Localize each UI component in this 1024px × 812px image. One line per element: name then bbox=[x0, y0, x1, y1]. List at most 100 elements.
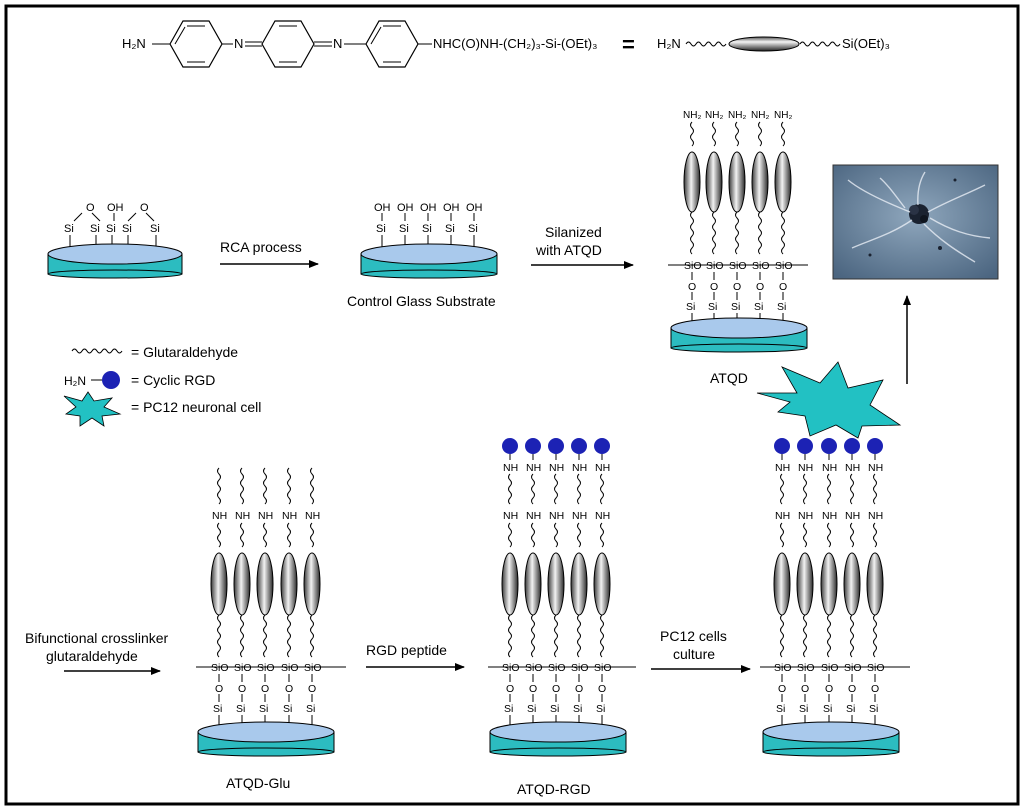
label-nh: NH bbox=[572, 510, 587, 522]
legend-cyclic-h2n: H₂N bbox=[64, 374, 86, 388]
atqd-glu-label: ATQD-Glu bbox=[226, 775, 290, 791]
label-o: O bbox=[733, 281, 741, 293]
label-sio: SiO bbox=[775, 260, 793, 272]
label-si: Si bbox=[527, 703, 536, 715]
label-sio: SiO bbox=[594, 662, 612, 674]
label-si: Si bbox=[106, 223, 116, 235]
label-si: Si bbox=[777, 301, 786, 313]
formula-n-1: N bbox=[234, 36, 243, 51]
label-o: O bbox=[848, 683, 856, 695]
label-nh: NH bbox=[305, 510, 320, 522]
benzene-ring-3 bbox=[365, 20, 419, 68]
legend-pc12: = PC12 neuronal cell bbox=[131, 399, 261, 415]
atqd-glu-stack: NH NH NH NH NH SiO SiO SiO SiO SiO O O O… bbox=[196, 467, 346, 791]
label-sio: SiO bbox=[502, 662, 520, 674]
label-nh: NH bbox=[595, 462, 610, 474]
label-sio: SiO bbox=[684, 260, 702, 272]
label-si: Si bbox=[550, 703, 559, 715]
label-nh: NH bbox=[775, 510, 790, 522]
short-h2n: H₂N bbox=[657, 36, 681, 51]
label-nh: NH bbox=[282, 510, 297, 522]
rgd-icon bbox=[548, 438, 564, 454]
rgd-label: RGD peptide bbox=[366, 642, 447, 658]
label-o: O bbox=[215, 683, 223, 695]
label-nh: NH bbox=[798, 510, 813, 522]
oh-groups: OH OH OH OH OH Si Si Si Si Si bbox=[374, 202, 483, 235]
rgd-icon bbox=[502, 438, 518, 454]
label-nh: NH bbox=[258, 510, 273, 522]
label-o: O bbox=[285, 683, 293, 695]
label-si: Si bbox=[846, 703, 855, 715]
label-oh: OH bbox=[443, 202, 460, 214]
label-o: O bbox=[778, 683, 786, 695]
label-o: O bbox=[506, 683, 514, 695]
label-nh: NH bbox=[549, 510, 564, 522]
pc12-cell-icon bbox=[756, 361, 902, 439]
label-sio: SiO bbox=[867, 662, 885, 674]
label-sio: SiO bbox=[257, 662, 275, 674]
label-nh: NH bbox=[798, 462, 813, 474]
label-nh: NH bbox=[845, 462, 860, 474]
label-si: Si bbox=[376, 223, 386, 235]
label-nh2: NH₂ bbox=[683, 110, 701, 121]
rgd-icon bbox=[867, 438, 883, 454]
label-nh2: NH₂ bbox=[728, 110, 746, 121]
pc12-label-1: PC12 cells bbox=[660, 628, 727, 644]
rgd-icon bbox=[821, 438, 837, 454]
control-label: Control Glass Substrate bbox=[347, 293, 496, 309]
label-sio: SiO bbox=[234, 662, 252, 674]
label-si: Si bbox=[259, 703, 268, 715]
label-si: Si bbox=[823, 703, 832, 715]
label-sio: SiO bbox=[752, 260, 770, 272]
label-sio: SiO bbox=[797, 662, 815, 674]
rgd-icon bbox=[774, 438, 790, 454]
label-sio: SiO bbox=[548, 662, 566, 674]
legend-rgd-icon bbox=[102, 371, 120, 389]
label-o: O bbox=[261, 683, 269, 695]
label-si: Si bbox=[776, 703, 785, 715]
label-sio: SiO bbox=[774, 662, 792, 674]
label-si: Si bbox=[686, 301, 695, 313]
atqd-rgd-stack: NH NH NH NH NH NH NH NH NH bbox=[488, 438, 636, 797]
label-nh: NH bbox=[549, 462, 564, 474]
atqd-stack: NH₂ NH₂ NH₂ NH₂ NH₂ SiO bbox=[668, 110, 808, 386]
rca-label: RCA process bbox=[220, 239, 302, 255]
rgd-icon bbox=[844, 438, 860, 454]
label-nh: NH bbox=[845, 510, 860, 522]
formula-equals: = bbox=[622, 32, 635, 57]
label-o: O bbox=[688, 281, 696, 293]
label-si: Si bbox=[573, 703, 582, 715]
atqd-rgd-label: ATQD-RGD bbox=[517, 781, 591, 797]
label-o: O bbox=[308, 683, 316, 695]
label-si: Si bbox=[708, 301, 717, 313]
label-nh: NH bbox=[775, 462, 790, 474]
label-si: Si bbox=[236, 703, 245, 715]
label-si: Si bbox=[468, 223, 478, 235]
atqd-oval-horizontal bbox=[728, 36, 800, 52]
label-oh: OH bbox=[420, 202, 437, 214]
label-sio: SiO bbox=[821, 662, 839, 674]
figure-border bbox=[4, 4, 1020, 806]
short-si: Si(OEt)₃ bbox=[842, 36, 890, 51]
label-sio: SiO bbox=[304, 662, 322, 674]
label-o: O bbox=[140, 202, 149, 214]
label-o: O bbox=[779, 281, 787, 293]
legend-glutaraldehyde-icon bbox=[71, 348, 123, 354]
label-oh: OH bbox=[107, 202, 124, 214]
benzene-ring-1 bbox=[169, 20, 223, 68]
label-o: O bbox=[86, 202, 95, 214]
label-sio: SiO bbox=[281, 662, 299, 674]
label-si: Si bbox=[799, 703, 808, 715]
label-si: Si bbox=[504, 703, 513, 715]
label-nh: NH bbox=[595, 510, 610, 522]
substrate-initial: O Si Si OH Si O Si Si bbox=[47, 202, 183, 279]
label-nh: NH bbox=[822, 462, 837, 474]
label-o: O bbox=[238, 683, 246, 695]
rgd-icon bbox=[571, 438, 587, 454]
label-nh: NH bbox=[526, 462, 541, 474]
substrate-control: OH OH OH OH OH Si Si Si Si Si Control Gl… bbox=[347, 202, 498, 309]
label-sio: SiO bbox=[571, 662, 589, 674]
legend-glutaraldehyde: = Glutaraldehyde bbox=[131, 344, 238, 360]
label-si: Si bbox=[150, 223, 160, 235]
pc12-micrograph bbox=[832, 164, 999, 280]
